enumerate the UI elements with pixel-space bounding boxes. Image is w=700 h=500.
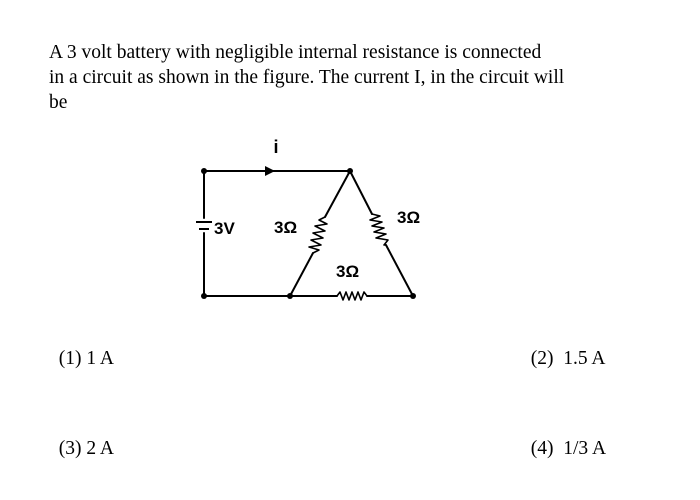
node-bottom-right (410, 293, 416, 299)
option-2-text: 1.5 A (563, 348, 606, 369)
resistor-right-icon (369, 213, 389, 246)
option-3-number: (3) (58, 438, 82, 459)
question-line-3: be (49, 92, 68, 113)
node-top-apex (347, 168, 353, 174)
resistor-left-icon (308, 216, 328, 254)
current-label: i (273, 137, 278, 157)
option-2[interactable]: (2) 1.5 A (521, 326, 606, 370)
right-diagonal-upper (349, 170, 373, 215)
option-2-number: (2) (530, 348, 554, 369)
battery-icon (196, 221, 212, 230)
node-bottom-left (201, 293, 207, 299)
current-arrow-icon (265, 166, 275, 176)
left-diagonal-lower (289, 252, 314, 297)
question-line-2: in a circuit as shown in the figure. The… (49, 67, 565, 88)
option-1-text: 1 A (86, 348, 115, 369)
right-diagonal-lower (385, 244, 414, 297)
resistor-right-label: 3Ω (397, 208, 420, 227)
option-4-text: 1/3 A (563, 438, 607, 459)
node-top-left (201, 168, 207, 174)
resistor-left-label: 3Ω (274, 218, 297, 237)
resistor-bottom-icon (336, 291, 368, 301)
left-diagonal-upper (324, 170, 351, 218)
option-1-number: (1) (58, 348, 82, 369)
option-4-number: (4) (530, 438, 554, 459)
option-1[interactable]: (1) 1 A (49, 326, 114, 370)
node-bottom-middle (287, 293, 293, 299)
option-4[interactable]: (4) 1/3 A (521, 416, 606, 460)
option-3[interactable]: (3) 2 A (49, 416, 114, 460)
resistor-bottom-label: 3Ω (336, 262, 359, 281)
question-line-1: A 3 volt battery with negligible interna… (49, 42, 542, 63)
battery-label: 3V (214, 219, 235, 238)
option-3-text: 2 A (86, 438, 115, 459)
question-text: A 3 volt battery with negligible interna… (49, 40, 639, 115)
